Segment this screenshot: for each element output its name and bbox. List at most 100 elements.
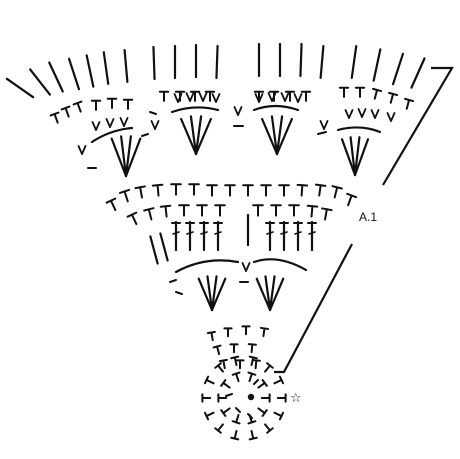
single-crochet-round-1: [222, 381, 231, 389]
chain-v-symbol: [233, 106, 239, 116]
shell-fan-upper: [261, 117, 279, 156]
start-star-icon: ☆: [290, 391, 302, 406]
chain-v-symbol: [271, 92, 277, 102]
single-crochet-round-2: [250, 356, 255, 367]
chain-v-symbol: [119, 117, 125, 127]
single-crochet-round-2: [205, 378, 215, 385]
single-crochet-row-4: [53, 113, 59, 124]
magic-ring-dot: [247, 393, 255, 401]
single-crochet-row-4: [76, 102, 82, 113]
chain-v-symbol: [386, 112, 392, 122]
shell-fan-upper: [124, 135, 132, 178]
long-stitch-outer-row: [391, 52, 405, 86]
shell-fan-upper: [189, 115, 198, 156]
long-stitch-outer-row: [5, 77, 35, 99]
chain-v-symbol: [109, 118, 115, 128]
long-stitch-outer-row: [102, 51, 110, 85]
chain-v-symbol: [374, 109, 380, 119]
single-crochet-round-2: [205, 411, 215, 418]
single-crochet-wedge: [216, 345, 221, 356]
chain-v-symbol: [189, 92, 195, 102]
chain-v-symbol: [154, 120, 160, 130]
chain-dash-symbol: [317, 131, 327, 135]
shell-fan-upper: [194, 117, 212, 156]
single-crochet-round-1: [235, 372, 240, 383]
single-crochet-row-4: [64, 107, 70, 118]
chain-v-symbol: [348, 109, 354, 119]
chain-dash-symbol: [225, 393, 233, 397]
chain-v-symbol: [370, 109, 376, 119]
half-treble-row-3: [130, 213, 138, 226]
chain-v-symbol: [91, 121, 97, 131]
chain-arc: [252, 104, 300, 112]
single-crochet-row-4: [373, 88, 379, 100]
single-crochet-round-1: [257, 407, 266, 415]
single-crochet-row-2: [318, 184, 322, 197]
chain-v-symbol: [105, 118, 111, 128]
single-crochet-round-1: [248, 372, 253, 383]
single-crochet-round-2: [264, 423, 271, 432]
half-treble-row-3: [324, 208, 328, 221]
single-crochet-round-2: [273, 411, 283, 418]
long-stitch-outer-row: [67, 57, 81, 91]
single-crochet-wedge: [250, 343, 254, 354]
chain-v-symbol: [173, 93, 179, 103]
shell-fan-upper: [194, 115, 203, 156]
half-treble-row-3: [164, 205, 168, 218]
single-crochet-row-2: [156, 184, 160, 197]
chain-v-symbol: [284, 92, 290, 102]
shell-fan-upper: [120, 135, 128, 178]
chain-dash-symbol: [175, 291, 183, 295]
chain-v-symbol: [323, 120, 329, 130]
shell-fan-upper: [353, 136, 361, 177]
repeat-label: A.1: [359, 210, 377, 224]
repeat-bracket-lower: [274, 243, 353, 374]
chain-v-symbol: [390, 112, 396, 122]
shell-fan-lower: [197, 277, 214, 312]
double-treble-stitch: [308, 231, 316, 235]
shell-fan-lower: [210, 275, 218, 312]
single-crochet-row-2: [300, 184, 304, 197]
half-treble-row-3: [310, 205, 314, 218]
shell-fan-upper: [180, 117, 198, 156]
single-crochet-row-2: [347, 194, 353, 207]
chain-arc-lower: [252, 258, 308, 272]
chain-v-symbol: [361, 108, 367, 118]
chain-v-symbol: [211, 93, 217, 103]
single-crochet-round-2: [233, 429, 238, 440]
chain-v-symbol: [185, 92, 191, 102]
single-crochet-row-2: [333, 186, 339, 199]
half-treble-row-3: [147, 208, 153, 221]
single-crochet-round-1: [222, 407, 231, 415]
chain-v-symbol: [202, 92, 208, 102]
repeat-bracket: [382, 66, 454, 186]
single-crochet-wedge: [262, 327, 266, 338]
shell-fan-upper: [340, 138, 357, 177]
chain-arc: [336, 126, 382, 134]
chain-v-symbol: [81, 145, 87, 155]
single-crochet-row-2: [123, 190, 129, 203]
single-crochet-row-4: [389, 92, 395, 104]
single-crochet-round-2: [217, 423, 224, 432]
shell-fan-upper: [110, 137, 128, 178]
chain-v-symbol: [267, 92, 273, 102]
shell-fan-lower: [255, 277, 272, 312]
long-stitch-outer-row: [350, 45, 358, 79]
chain-v-symbol: [95, 121, 101, 131]
shell-fan-lower: [210, 277, 227, 312]
chain-v-symbol: [344, 109, 350, 119]
double-treble-stitch: [214, 231, 222, 235]
long-stitch-outer-row: [215, 44, 219, 80]
long-stitch-outer-row: [48, 61, 64, 93]
single-crochet-round-1: [235, 413, 240, 424]
chain-arc: [90, 126, 134, 144]
shell-fan-upper: [270, 115, 279, 156]
chain-v-symbol: [357, 108, 363, 118]
chain-dash-symbol: [169, 279, 177, 283]
single-crochet-wedge: [210, 331, 214, 342]
shell-fan-lower: [268, 277, 285, 312]
chain-v-symbol: [245, 262, 251, 272]
treble-stitch: [159, 232, 169, 262]
single-crochet-round-2: [217, 364, 224, 373]
double-treble-stitch: [186, 231, 194, 235]
